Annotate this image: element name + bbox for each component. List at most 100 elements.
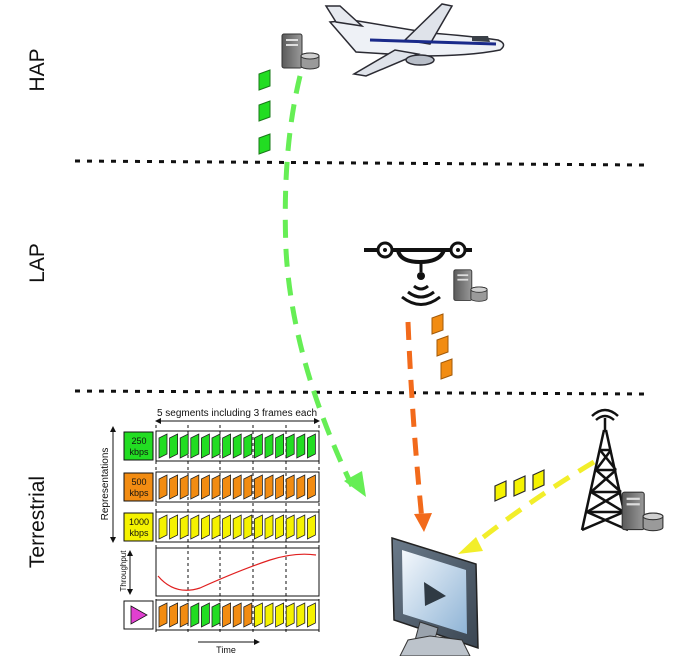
layer-label-lap: LAP <box>26 243 49 283</box>
play-icon <box>130 605 148 625</box>
rep-label-250-unit: kbps <box>129 447 149 457</box>
lap-terrestrial-separator <box>74 389 647 396</box>
frame-500 <box>243 474 253 500</box>
representations-axis-label: Representations <box>100 448 111 521</box>
frame-250 <box>211 433 221 459</box>
frame-playback <box>169 602 178 628</box>
frame-playback <box>285 602 295 628</box>
lap-link-arrow-line <box>405 321 425 521</box>
frame-playback <box>264 602 274 628</box>
frame-500 <box>296 474 306 500</box>
frame-playback <box>232 602 242 628</box>
frame-1000 <box>222 514 231 540</box>
frame-playback <box>275 602 284 628</box>
dash-chart: 5 segments including 3 frames each Repre… <box>100 408 320 655</box>
throughput-axis-label: Throughput <box>119 550 128 592</box>
cell-tower-icon <box>580 408 630 532</box>
frame-1000 <box>190 514 200 540</box>
rep-label-1000 <box>123 512 154 542</box>
drone-icon <box>364 241 472 280</box>
frame-500 <box>211 474 221 500</box>
frame-1000 <box>232 514 242 540</box>
rep-label-1000-value: 1000 <box>129 517 149 527</box>
layer-label-hap: HAP <box>26 48 49 91</box>
frame-250 <box>190 433 200 459</box>
frame-playback <box>243 602 253 628</box>
terrestrial-link-arrowhead <box>458 537 483 554</box>
frame-250 <box>254 433 263 459</box>
frame-500 <box>275 474 284 500</box>
frame-1000 <box>285 514 295 540</box>
frame-500 <box>158 474 168 500</box>
monitor-icon <box>391 536 479 656</box>
rep-label-500 <box>123 472 154 502</box>
terrestrial-link-arrow-line <box>470 459 596 548</box>
layer-label-terrestrial: Terrestrial <box>26 476 49 568</box>
terrestrial-packets <box>494 469 545 502</box>
frame-1000 <box>211 514 221 540</box>
frame-playback <box>307 602 316 628</box>
rep-label-500-value: 500 <box>131 477 146 487</box>
frame-250 <box>296 433 306 459</box>
frame-250 <box>243 433 253 459</box>
rep-label-1000-unit: kbps <box>129 528 149 538</box>
frame-playback <box>190 602 200 628</box>
server-icon-terrestrial <box>621 491 664 532</box>
frame-500 <box>264 474 274 500</box>
frame-500 <box>254 474 263 500</box>
frame-1000 <box>179 514 189 540</box>
frame-500 <box>222 474 231 500</box>
frame-500 <box>179 474 189 500</box>
frame-playback <box>211 602 221 628</box>
hap-link-arrow-line <box>282 75 355 488</box>
frame-playback <box>222 602 231 628</box>
segments-caption: 5 segments including 3 frames each <box>157 408 317 419</box>
frame-1000 <box>243 514 253 540</box>
frame-playback <box>158 602 168 628</box>
frame-1000 <box>307 514 316 540</box>
frame-500 <box>201 474 210 500</box>
frame-rows <box>158 433 316 628</box>
frame-250 <box>264 433 274 459</box>
frame-playback <box>296 602 306 628</box>
wireless-signal-icon <box>401 284 441 306</box>
frame-250 <box>179 433 189 459</box>
server-icon-hap <box>281 33 320 70</box>
rep-label-500-unit: kbps <box>129 488 149 498</box>
hap-lap-separator <box>74 159 647 167</box>
frame-250 <box>285 433 295 459</box>
time-axis-label: Time <box>216 645 236 655</box>
frame-250 <box>307 433 316 459</box>
frame-500 <box>307 474 316 500</box>
lap-link-arrowhead <box>414 513 432 532</box>
frame-250 <box>275 433 284 459</box>
frame-250 <box>201 433 210 459</box>
frame-1000 <box>264 514 274 540</box>
frame-1000 <box>169 514 178 540</box>
frame-playback <box>179 602 189 628</box>
frame-1000 <box>158 514 168 540</box>
frame-playback <box>254 602 263 628</box>
frame-1000 <box>201 514 210 540</box>
frame-1000 <box>254 514 263 540</box>
frame-250 <box>169 433 178 459</box>
frame-250 <box>222 433 231 459</box>
hap-packets <box>258 69 271 155</box>
playback-row <box>155 599 320 631</box>
frame-playback <box>201 602 210 628</box>
server-icon-lap <box>453 269 488 302</box>
rep-label-250 <box>123 431 154 461</box>
frame-500 <box>169 474 178 500</box>
frame-500 <box>285 474 295 500</box>
frame-500 <box>232 474 242 500</box>
frame-250 <box>158 433 168 459</box>
hap-link-arrowhead <box>344 471 366 497</box>
airplane-icon <box>324 3 505 77</box>
frame-500 <box>190 474 200 500</box>
frame-1000 <box>275 514 284 540</box>
throughput-curve <box>157 553 317 591</box>
frame-250 <box>232 433 242 459</box>
frame-1000 <box>296 514 306 540</box>
play-icon-monitor <box>424 582 446 606</box>
